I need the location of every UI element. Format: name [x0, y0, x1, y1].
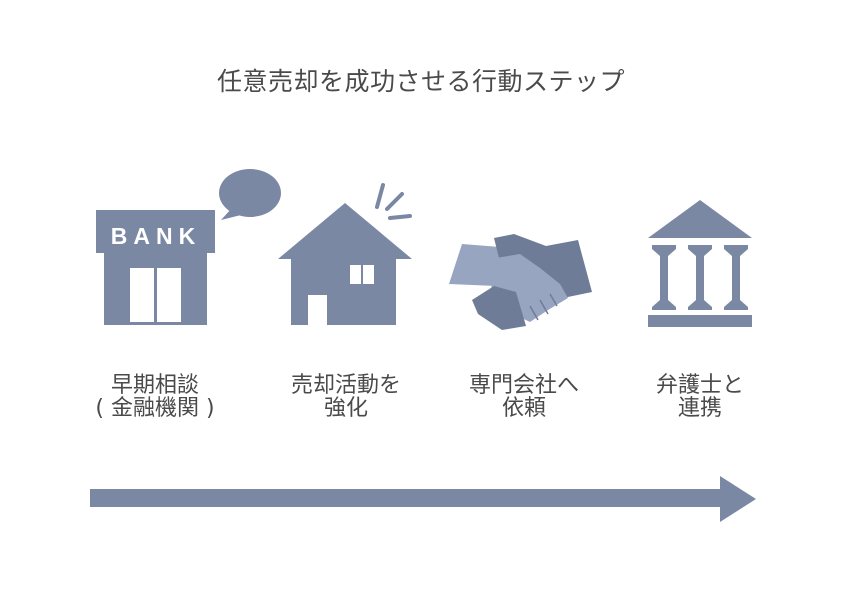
step-label-line2: 依頼: [501, 396, 546, 421]
step-label-line1: 売却活動を: [290, 373, 401, 398]
courthouse-icon: [648, 200, 752, 327]
speech-bubble-icon: [219, 169, 281, 220]
attention-rays-icon: [375, 183, 412, 220]
step-label-specialist-request: 専門会社へ 依頼: [434, 374, 614, 420]
bank-sign-text: BANK: [111, 223, 201, 249]
step-label-line2: ( 金融機関 ): [95, 396, 215, 421]
handshake-icon: [449, 234, 592, 330]
step-label-line2: 連携: [677, 396, 722, 421]
page-title: 任意売却を成功させる行動ステップ: [216, 67, 625, 96]
step-label-lawyer-cooperation: 弁護士と 連携: [610, 374, 790, 420]
step-label-line1: 専門会社へ: [468, 373, 579, 398]
step-label-line1: 早期相談: [110, 373, 199, 398]
flow-arrow: [90, 476, 756, 522]
step-label-line2: 強化: [323, 396, 368, 421]
bank-icon: BANK: [96, 210, 215, 325]
step-label-line1: 弁護士と: [655, 373, 744, 398]
house-icon: [278, 203, 412, 325]
step-label-strengthen-sales: 売却活動を 強化: [256, 374, 436, 420]
step-label-early-consultation: 早期相談 ( 金融機関 ): [65, 374, 245, 420]
